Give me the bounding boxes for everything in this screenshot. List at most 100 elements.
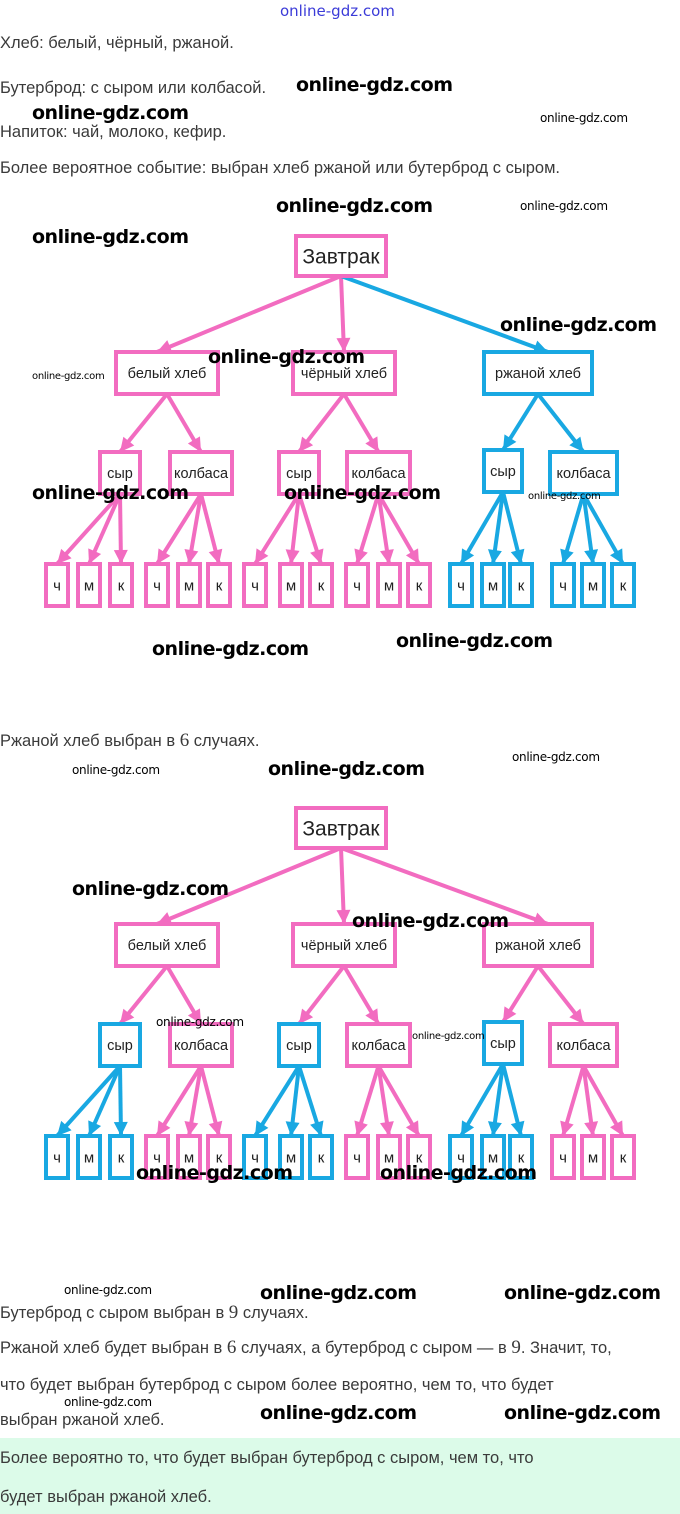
number: 6 xyxy=(226,1337,237,1358)
arrow-head xyxy=(560,548,574,564)
drink-node-box xyxy=(278,1134,304,1180)
filling-node-label: колбаса xyxy=(351,466,406,482)
drink-node-box xyxy=(376,1134,402,1180)
arrow-head xyxy=(299,436,314,452)
drink-node-box xyxy=(44,1134,70,1180)
conclusion-line-1: Ржаной хлеб будет выбран в 6 случаях, а … xyxy=(0,1338,612,1358)
drink-node-label: м xyxy=(488,1149,498,1166)
arrow-head xyxy=(184,549,199,564)
arrow-head xyxy=(610,548,623,564)
rye-count-text: Ржаной хлеб выбран в 6 случаях. xyxy=(0,731,259,751)
text-part: случаях. xyxy=(189,732,260,750)
watermark: online-gdz.com xyxy=(528,491,601,502)
drink-node-box xyxy=(580,562,606,608)
drink-node-label: к xyxy=(620,577,627,594)
bread-options: Хлеб: белый, чёрный, ржаной. xyxy=(0,34,234,52)
filling-node-box xyxy=(168,450,234,496)
arrow-head xyxy=(120,436,135,452)
arrow-head xyxy=(584,1121,599,1136)
drink-node-label: к xyxy=(518,1149,525,1166)
bread-node-label: чёрный хлеб xyxy=(301,938,387,954)
drink-node-label: к xyxy=(216,1149,223,1166)
arrow-head xyxy=(336,909,351,924)
drink-node-box xyxy=(278,562,304,608)
arrow-head xyxy=(120,1008,135,1024)
watermark: online-gdz.com xyxy=(136,1162,293,1184)
text-part: Ржаной хлеб будет выбран в xyxy=(0,1339,227,1357)
drink-node-box xyxy=(144,1134,170,1180)
drink-node-label: к xyxy=(416,1149,423,1166)
filling-node-label: сыр xyxy=(490,1036,516,1052)
arrow-head xyxy=(113,1121,128,1136)
drink-node-box xyxy=(44,562,70,608)
drink-node-label: м xyxy=(84,577,94,594)
drink-node-label: м xyxy=(588,577,598,594)
answer-line-1: Более вероятно то, что будет выбран буте… xyxy=(0,1449,534,1467)
watermark: online-gdz.com xyxy=(32,102,189,124)
arrow-head xyxy=(157,340,173,354)
filling-node-label: сыр xyxy=(107,466,133,482)
watermark: online-gdz.com xyxy=(260,1282,417,1304)
watermark: online-gdz.com xyxy=(152,638,309,660)
filling-node-box xyxy=(98,450,142,496)
arrow-head xyxy=(380,549,394,564)
filling-node-label: сыр xyxy=(490,464,516,480)
drink-node-box xyxy=(550,1134,576,1180)
watermark: online-gdz.com xyxy=(504,1402,661,1424)
drink-node-box xyxy=(144,562,170,608)
arrow-head xyxy=(365,1008,379,1024)
watermark: online-gdz.com xyxy=(268,758,425,780)
watermark: online-gdz.com xyxy=(32,226,189,248)
filling-node-box xyxy=(548,450,619,496)
watermark: online-gdz.com xyxy=(284,482,441,504)
cheese-count-text: Бутерброд с сыром выбран в 9 случаях. xyxy=(0,1303,309,1323)
arrow-head xyxy=(584,549,599,564)
drink-node-label: ч xyxy=(353,577,361,594)
filling-node-label: колбаса xyxy=(174,466,229,482)
drink-node-box xyxy=(176,1134,202,1180)
arrow-head xyxy=(503,434,517,450)
drink-node-box xyxy=(206,562,232,608)
drink-node-box xyxy=(550,562,576,608)
drink-node-label: м xyxy=(286,1149,296,1166)
arrow-head xyxy=(336,337,351,352)
watermark: online-gdz.com xyxy=(276,195,433,217)
drink-node-label: ч xyxy=(53,1149,61,1166)
arrow-head xyxy=(255,548,269,564)
drink-node-box xyxy=(508,1134,534,1180)
text-part: . Значит, то, xyxy=(520,1339,612,1357)
arrow-head xyxy=(487,1121,502,1136)
arrow-head xyxy=(157,1120,171,1136)
root-node-label: Завтрак xyxy=(302,817,380,840)
drink-node-label: м xyxy=(184,577,194,594)
arrow-head xyxy=(208,1120,223,1136)
watermark: online-gdz.com xyxy=(280,2,395,20)
drink-node-label: м xyxy=(184,1149,194,1166)
conclusion-line-2: что будет выбран бутерброд с сыром более… xyxy=(0,1376,554,1394)
drink-node-box xyxy=(344,1134,370,1180)
watermark: online-gdz.com xyxy=(64,1395,152,1409)
arrow-head xyxy=(461,548,475,564)
filling-node-label: колбаса xyxy=(556,1038,611,1054)
watermark: online-gdz.com xyxy=(352,910,509,932)
filling-node-box xyxy=(345,450,412,496)
drink-node-box xyxy=(308,562,334,608)
drink-node-box xyxy=(508,562,534,608)
cheese-count-number: 9 xyxy=(228,1302,239,1323)
arrow-line xyxy=(340,846,549,926)
filling-node-label: колбаса xyxy=(351,1038,406,1054)
watermark: online-gdz.com xyxy=(72,763,160,777)
number: 9 xyxy=(511,1337,521,1358)
drink-node-box xyxy=(206,1134,232,1180)
watermark: online-gdz.com xyxy=(504,1282,661,1304)
arrow-line xyxy=(156,846,342,926)
drink-node-label: ч xyxy=(457,577,465,594)
drink-node-label: к xyxy=(118,577,125,594)
watermark: online-gdz.com xyxy=(64,1283,152,1297)
arrow-head xyxy=(560,1120,574,1136)
arrow-head xyxy=(187,436,201,452)
filling-node-label: сыр xyxy=(286,1038,312,1054)
watermark: online-gdz.com xyxy=(32,482,189,504)
answer-box: Более вероятно то, что будет выбран буте… xyxy=(0,1438,680,1514)
